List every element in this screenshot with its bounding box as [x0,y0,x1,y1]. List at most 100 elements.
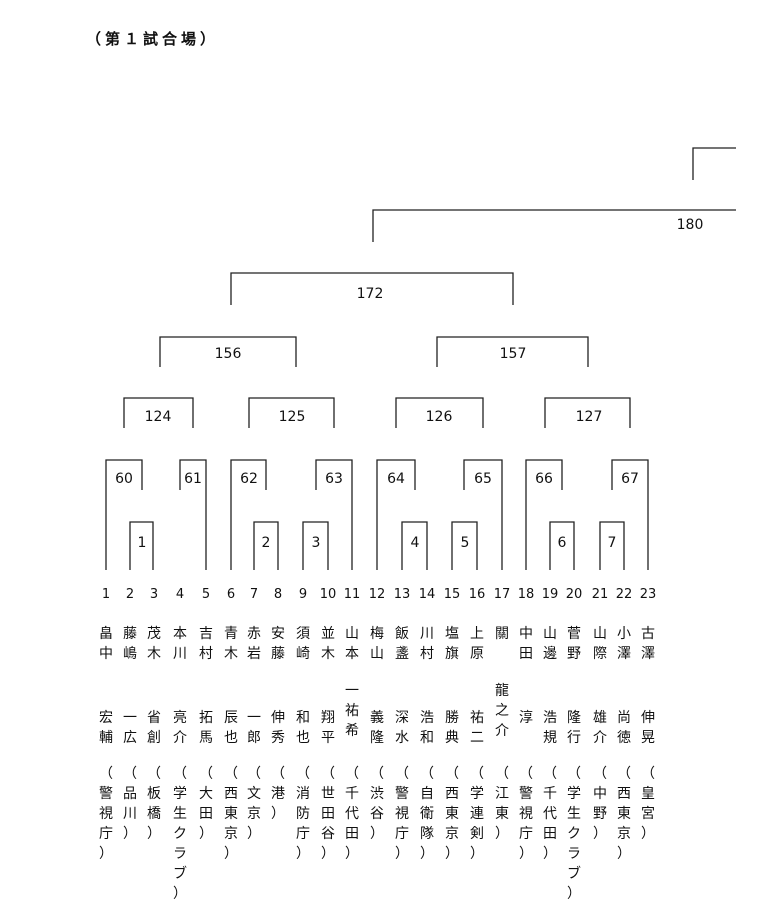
seed-number: 9 [299,587,307,600]
player-given-name-char: 龍 [495,683,509,699]
bracket-line-m66 [525,459,563,570]
player-affiliation-char: 防 [296,806,310,822]
player-given-name-char: 希 [345,723,359,739]
player-affiliation-char: 東 [445,806,459,822]
player-surname-char: 藤 [271,646,285,662]
player-affiliation-char: 谷 [370,806,384,822]
seed-number: 20 [566,587,583,600]
player-surname-char: 山 [543,626,557,642]
player-affiliation-char: 庁 [296,826,310,842]
player-affiliation-char: （ [370,766,384,782]
player-affiliation-char: （ [345,766,359,782]
player-surname-char: 梅 [370,626,384,642]
player-given-name-char: 一 [345,683,359,699]
bracket-line-m63 [315,459,353,570]
player-affiliation-char: 消 [296,786,310,802]
match-number-4: 4 [411,535,420,551]
player-affiliation-char: 学 [173,786,187,802]
player-surname-char: 原 [470,646,484,662]
player-affiliation-char: 渋 [370,786,384,802]
player-surname-char: 嶋 [123,646,137,662]
player-given-name-char: 平 [321,730,335,746]
player-affiliation-char: 大 [199,786,213,802]
seed-number: 11 [344,587,361,600]
player-affiliation-char: 西 [445,786,459,802]
player-affiliation-char: 世 [321,786,335,802]
seed-number: 19 [542,587,559,600]
player-affiliation-char: 谷 [321,826,335,842]
bracket-line-m156 [159,336,297,367]
player-affiliation-char: ） [641,826,655,842]
seed-number: 23 [640,587,657,600]
player-affiliation-char: ） [395,846,409,862]
match-number-180: 180 [677,217,704,233]
player-given-name-char: 馬 [199,730,213,746]
player-affiliation-char: 品 [123,786,137,802]
bracket-line-m60 [105,459,143,570]
player-given-name-char: 創 [147,730,161,746]
seed-number: 17 [494,587,511,600]
player-surname-char: 川 [173,646,187,662]
player-affiliation-char: 警 [395,786,409,802]
player-given-name-char: 介 [173,730,187,746]
player-given-name-char: 二 [470,730,484,746]
player-affiliation-char: （ [224,766,238,782]
player-given-name-char: 浩 [420,710,434,726]
player-affiliation-char: 視 [395,806,409,822]
player-surname-char: 本 [173,626,187,642]
bracket-line-m124 [123,397,194,428]
player-given-name-char: 亮 [173,710,187,726]
match-number-156: 156 [215,346,242,362]
seed-number: 6 [227,587,235,600]
player-given-name-char: 浩 [543,710,557,726]
player-surname-char: 上 [470,626,484,642]
player-affiliation-char: ） [420,846,434,862]
player-surname-char: 盞 [395,646,409,662]
match-number-2: 2 [262,535,271,551]
player-given-name-char: 隆 [567,710,581,726]
player-affiliation-char: 西 [617,786,631,802]
player-affiliation-char: 視 [99,806,113,822]
player-affiliation-char: 文 [247,786,261,802]
player-affiliation-char: 東 [224,806,238,822]
player-surname-char: 本 [345,646,359,662]
match-number-61: 61 [184,471,202,487]
match-number-125: 125 [279,409,306,425]
player-affiliation-char: （ [147,766,161,782]
seed-number: 4 [176,587,184,600]
player-surname-char: 飯 [395,626,409,642]
player-affiliation-char: ） [345,846,359,862]
player-surname-char: 中 [519,626,533,642]
player-given-name-char: 徳 [617,730,631,746]
player-affiliation-char: 板 [147,786,161,802]
player-affiliation-char: （ [247,766,261,782]
match-number-1: 1 [138,535,147,551]
player-surname-char: 古 [641,626,655,642]
seed-number: 18 [518,587,535,600]
player-affiliation-char: ） [370,826,384,842]
player-affiliation-char: （ [199,766,213,782]
player-surname-char: 山 [370,646,384,662]
player-affiliation-char: 警 [99,786,113,802]
player-given-name-char: 介 [593,730,607,746]
player-affiliation-char: ） [99,846,113,862]
player-surname-char: 邊 [543,646,557,662]
player-affiliation-char: 生 [173,806,187,822]
player-affiliation-char: 剣 [470,826,484,842]
player-affiliation-char: ） [495,826,509,842]
player-affiliation-char: （ [271,766,285,782]
player-surname-char: 野 [567,646,581,662]
player-affiliation-char: ） [123,826,137,842]
player-given-name-char: 拓 [199,710,213,726]
match-number-5: 5 [461,535,470,551]
seed-number: 7 [250,587,258,600]
player-surname-char: 旗 [445,646,459,662]
player-given-name-char: 隆 [370,730,384,746]
player-affiliation-char: ） [617,846,631,862]
match-number-6: 6 [558,535,567,551]
match-number-63: 63 [325,471,343,487]
player-affiliation-char: （ [543,766,557,782]
player-affiliation-char: 東 [617,806,631,822]
player-affiliation-char: ラ [567,846,581,862]
bracket-line-m4 [401,521,428,570]
